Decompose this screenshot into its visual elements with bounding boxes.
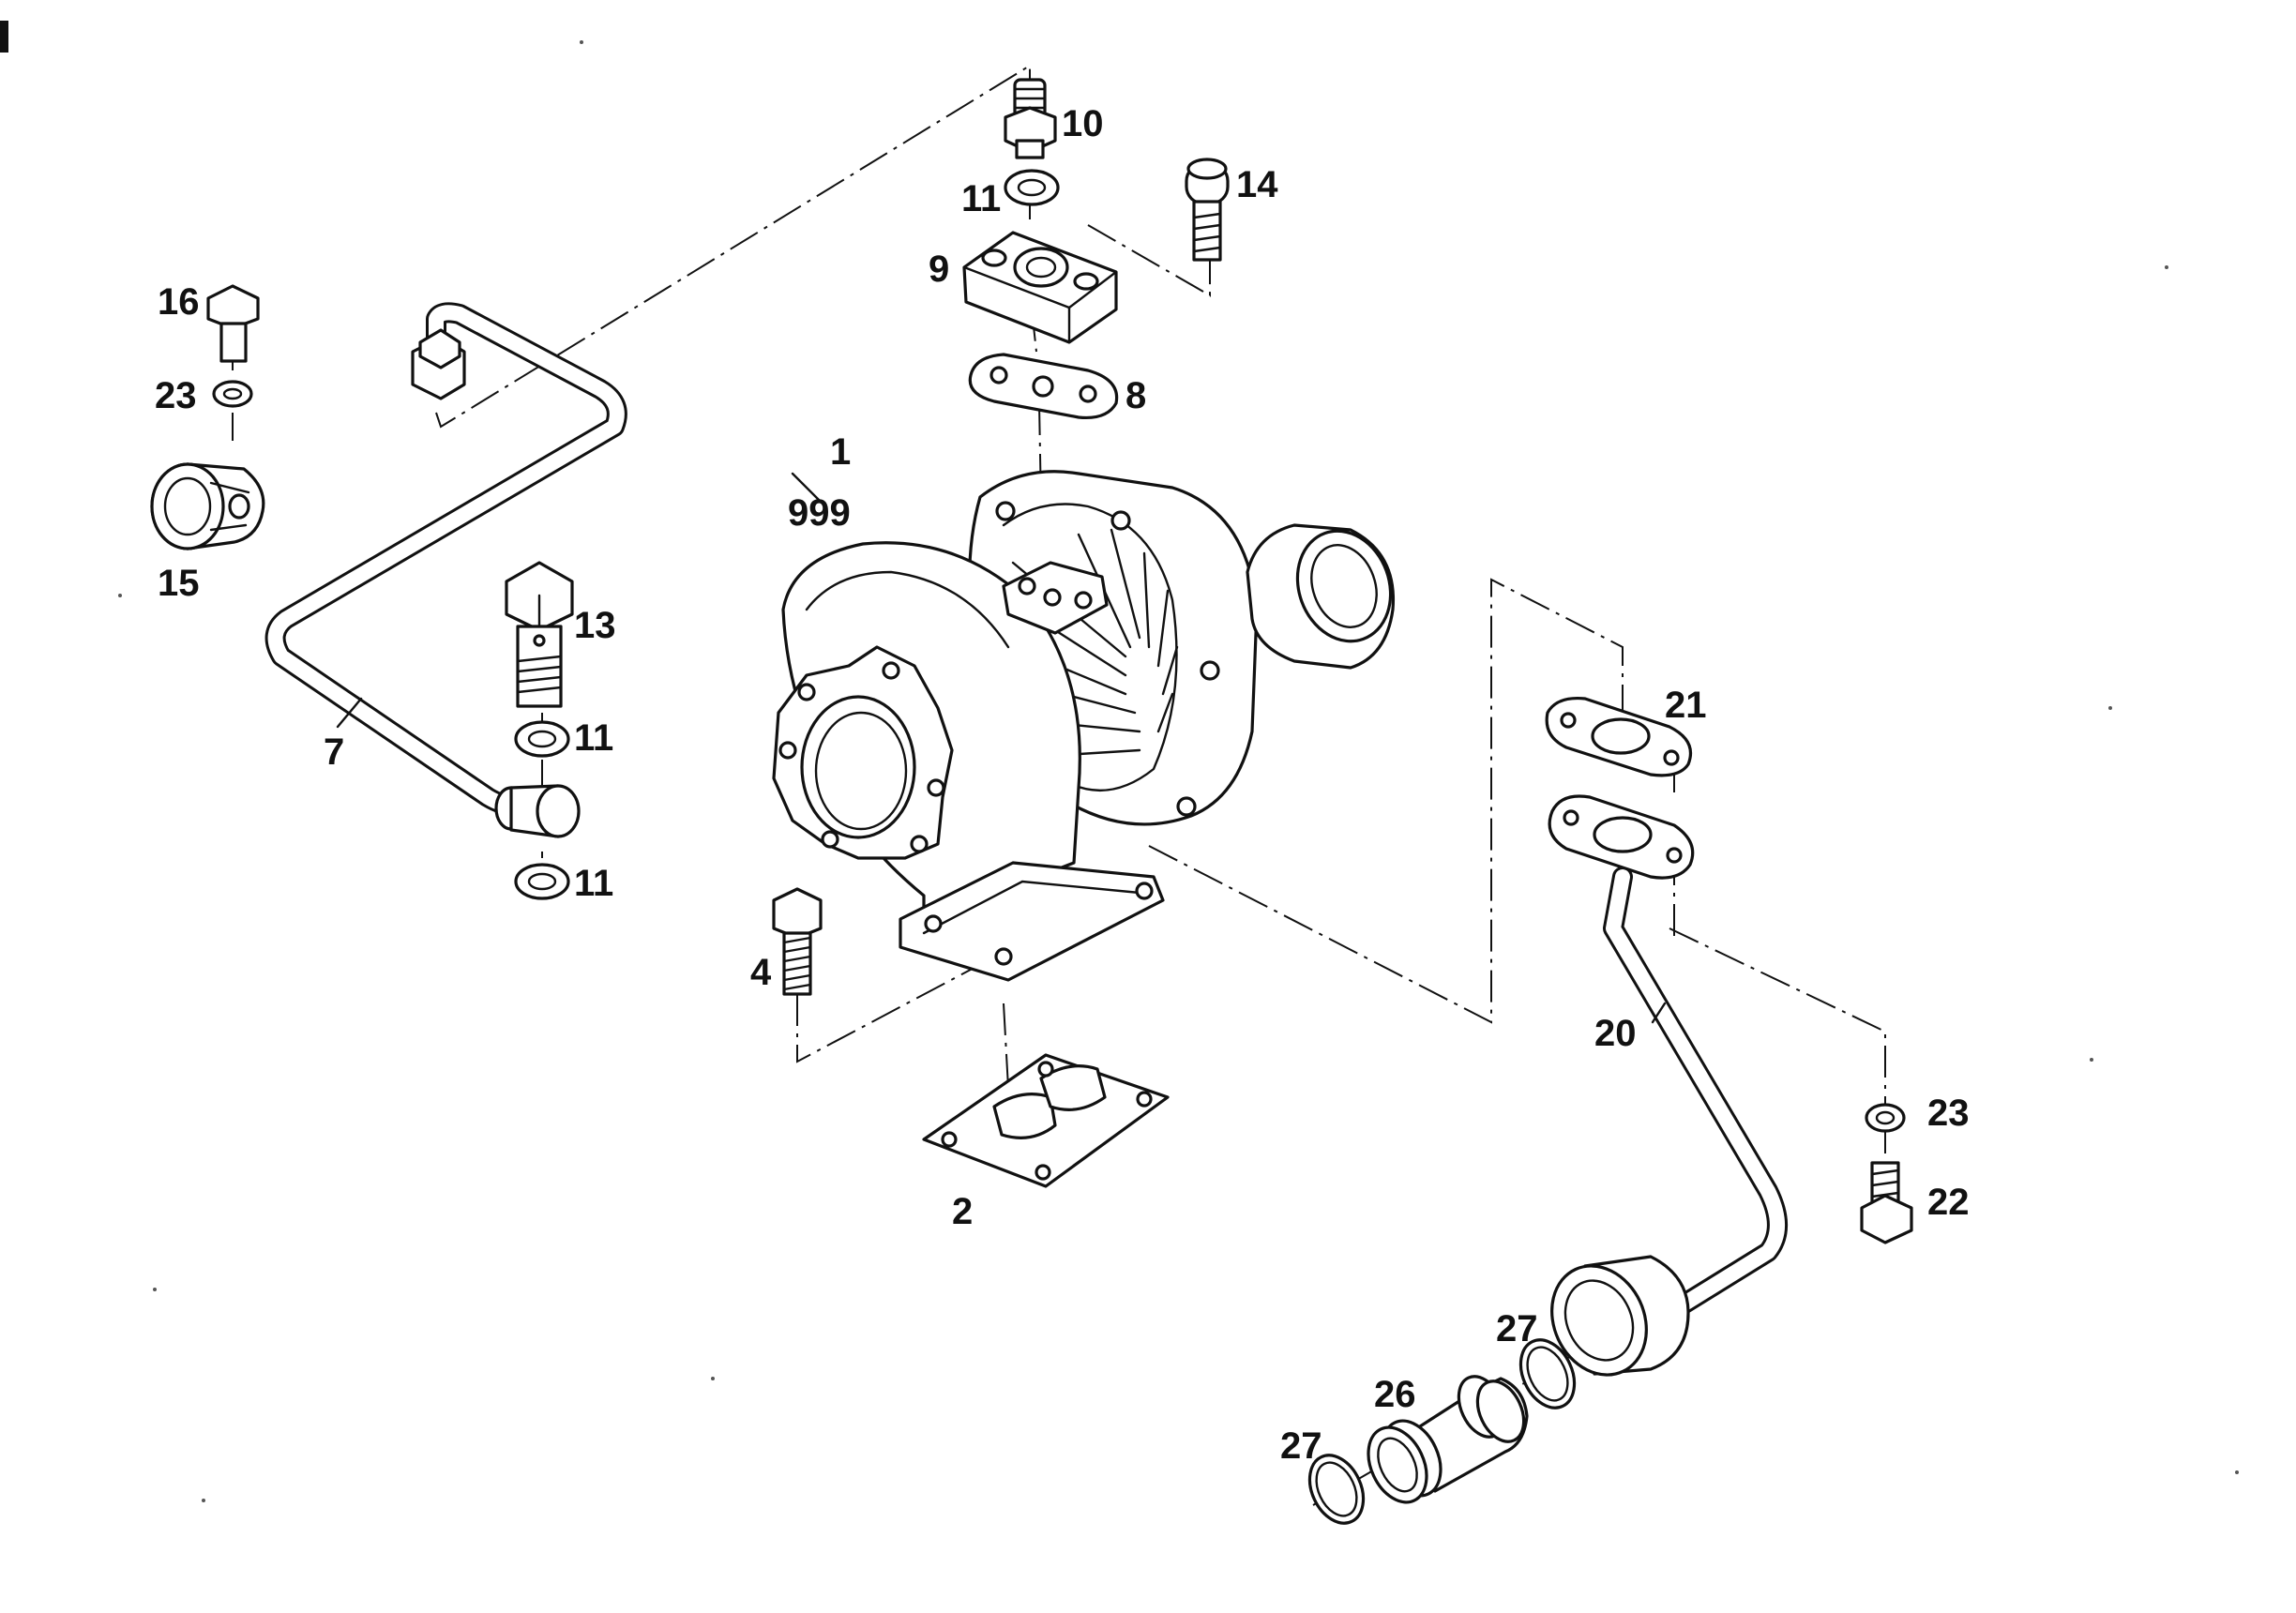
- washer-11-bottom: [514, 863, 570, 900]
- callout-999: 999: [788, 492, 851, 534]
- washer-23-top: [212, 380, 253, 408]
- callout-11-top: 11: [961, 178, 1001, 219]
- callout-23-right: 23: [1927, 1093, 1970, 1134]
- banjo-bolt-13: [505, 561, 574, 708]
- callout-26: 26: [1374, 1374, 1416, 1415]
- bolt-4: [772, 887, 823, 996]
- callout-7: 7: [324, 731, 344, 773]
- callout-labels: 1 999 2 4 7 8 9 10 11 11 11 13 14 15 16 …: [155, 103, 1970, 1467]
- washer-11-top: [1004, 169, 1060, 206]
- scan-mark: [0, 21, 8, 53]
- callout-20: 20: [1594, 1013, 1637, 1054]
- flange-gasket: [922, 1053, 1170, 1188]
- gasket-8: [968, 353, 1119, 420]
- cap-screw-14: [1185, 158, 1230, 262]
- adapter-sleeve-26: [1367, 1375, 1529, 1504]
- callout-16: 16: [158, 281, 200, 323]
- turbocharger-body: [772, 470, 1396, 982]
- callout-21: 21: [1665, 685, 1707, 726]
- callout-10: 10: [1062, 103, 1104, 144]
- adapter-block-9: [962, 231, 1118, 344]
- callout-15: 15: [158, 563, 200, 604]
- oil-feed-pipe: [264, 302, 627, 838]
- callout-13: 13: [574, 605, 616, 646]
- callout-14: 14: [1236, 164, 1278, 205]
- washer-23-right: [1865, 1103, 1906, 1133]
- callout-11-mid: 11: [574, 717, 613, 759]
- callout-4: 4: [750, 952, 772, 993]
- callout-23-top: 23: [155, 375, 197, 416]
- oil-drain-pipe: [1548, 794, 1788, 1377]
- washer-11-mid: [514, 720, 570, 758]
- callout-9: 9: [929, 249, 949, 290]
- bolt-16: [206, 284, 260, 363]
- callout-27-upper: 27: [1496, 1308, 1538, 1349]
- callout-11-bottom: 11: [574, 863, 613, 904]
- scan-dots: [118, 40, 2239, 1502]
- callout-2: 2: [952, 1191, 973, 1232]
- fitting-10: [1004, 78, 1057, 159]
- leader-lines: [336, 472, 1667, 1024]
- gasket-21: [1545, 696, 1693, 777]
- clamp-15: [150, 462, 265, 550]
- o-ring-27-upper: [1518, 1338, 1577, 1409]
- callout-22: 22: [1927, 1182, 1970, 1223]
- o-ring-27-lower: [1307, 1454, 1366, 1525]
- bolt-22: [1860, 1161, 1913, 1244]
- callout-27-lower: 27: [1280, 1425, 1322, 1467]
- callout-1: 1: [830, 431, 851, 473]
- callout-8: 8: [1125, 375, 1146, 416]
